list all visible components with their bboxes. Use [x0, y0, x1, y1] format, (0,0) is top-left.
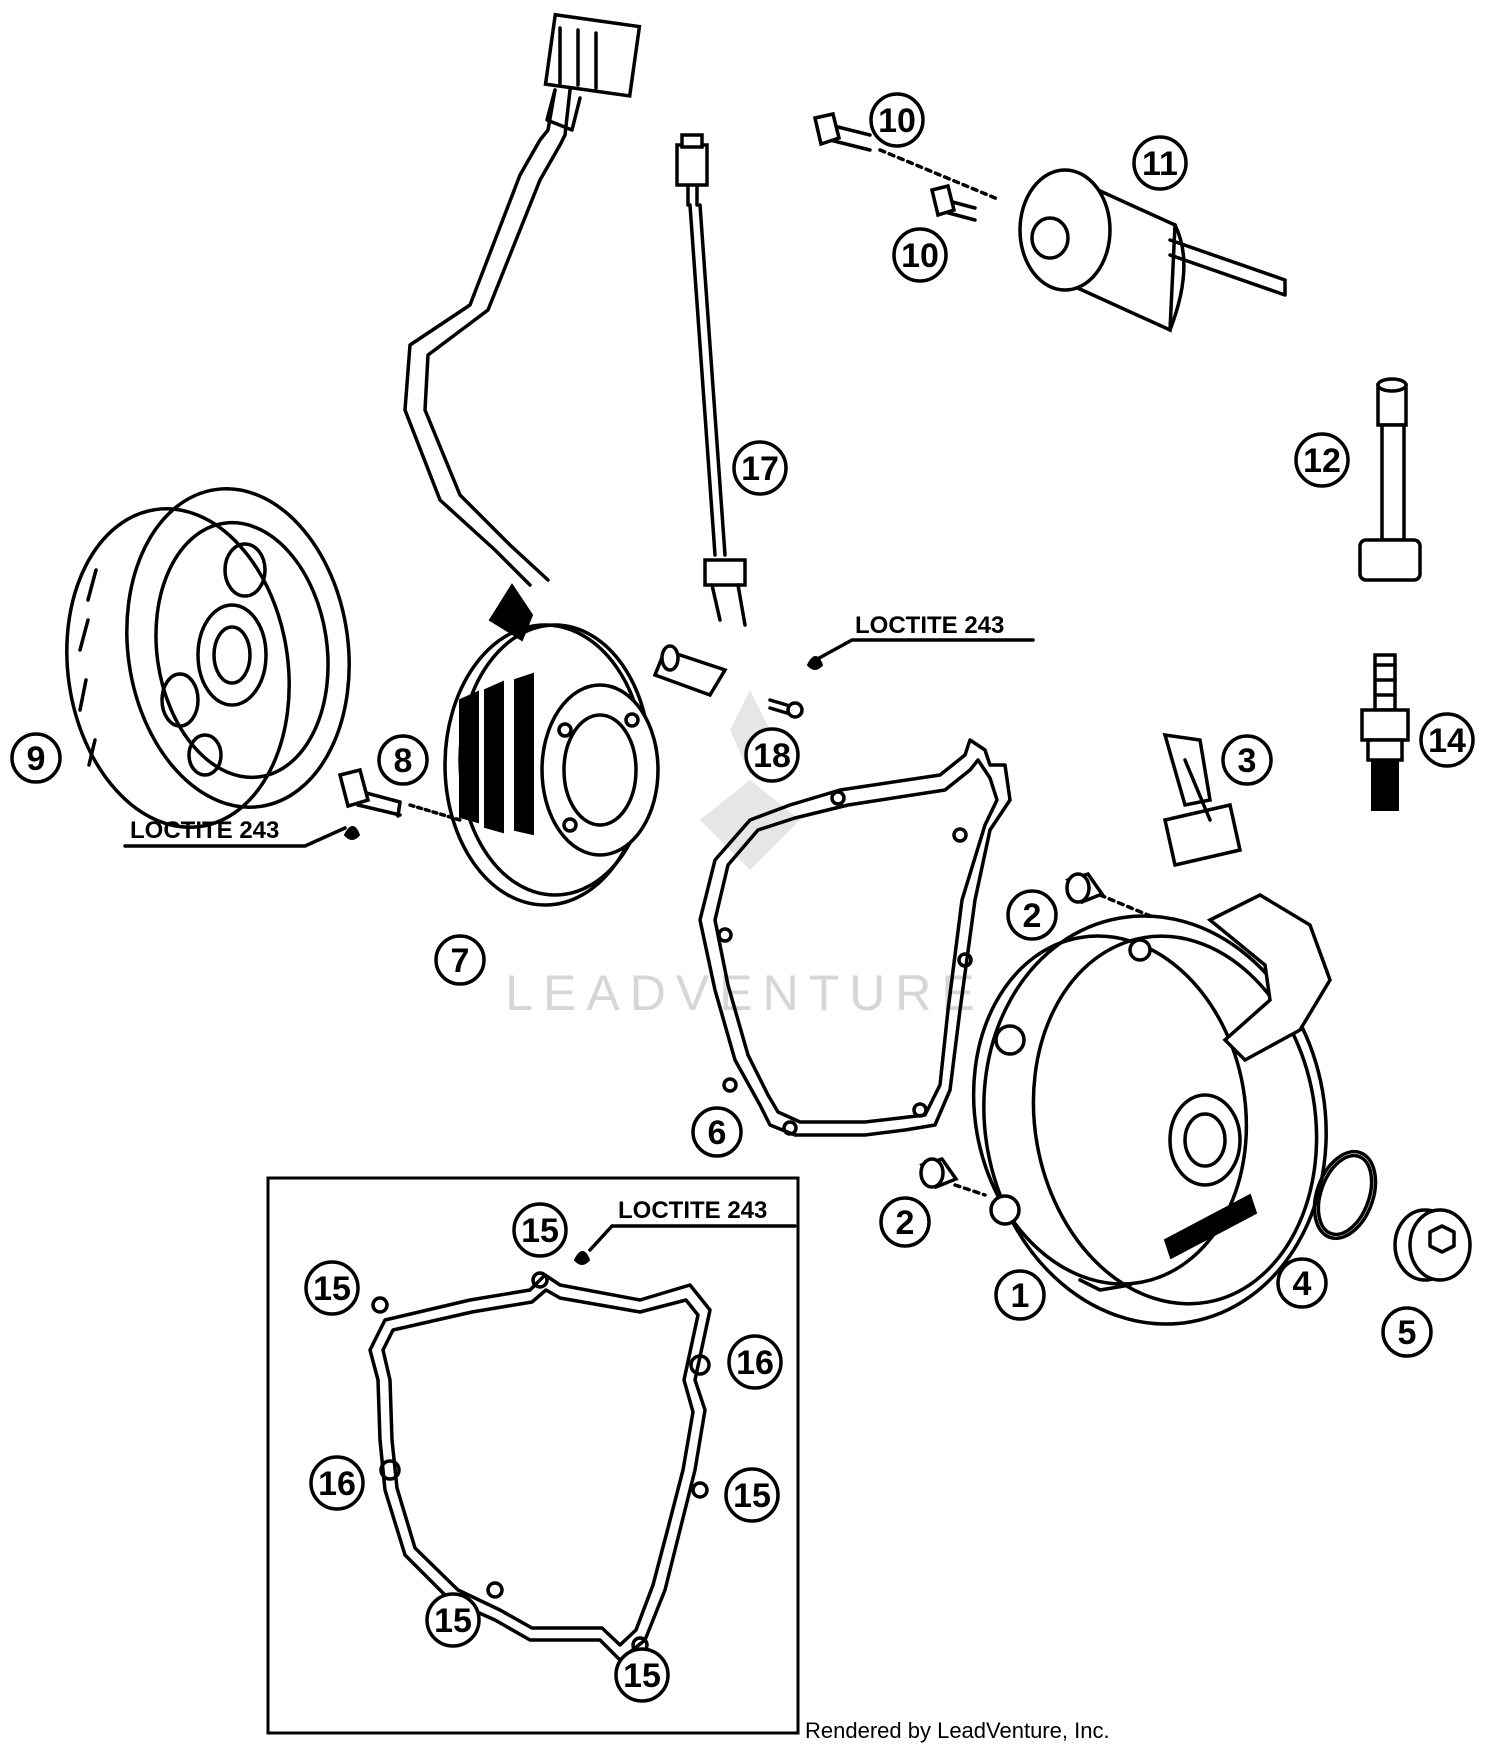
svg-text:2: 2	[896, 1204, 915, 1242]
callout-15a: 15	[512, 1202, 568, 1258]
callout-7: 7	[434, 934, 486, 986]
svg-text:4: 4	[1293, 1265, 1312, 1303]
sensor-screw-part	[768, 656, 824, 719]
callout-17: 17	[732, 440, 788, 496]
svg-text:16: 16	[318, 1465, 356, 1503]
callout-14: 14	[1419, 712, 1475, 768]
callout-6: 6	[691, 1106, 743, 1158]
svg-text:10: 10	[901, 237, 939, 275]
svg-text:10: 10	[878, 102, 916, 140]
callout-15c: 15	[724, 1467, 780, 1523]
callout-16a: 16	[727, 1334, 783, 1390]
o-ring-part	[1312, 1149, 1378, 1241]
screw-plug-part	[1393, 1208, 1472, 1282]
svg-text:15: 15	[521, 1212, 559, 1250]
callout-3: 3	[1221, 734, 1273, 786]
callout-10a: 10	[869, 92, 925, 148]
starter-motor-part	[812, 111, 1287, 333]
callout-10b: 10	[892, 227, 948, 283]
svg-text:1: 1	[1011, 1277, 1030, 1315]
callout-15b: 15	[304, 1260, 360, 1316]
dowel-pin-parts	[919, 871, 1162, 1197]
svg-text:18: 18	[753, 737, 791, 775]
cover-gasket-part	[698, 738, 1012, 1137]
watermark-text: LEADVENTURE	[505, 965, 985, 1021]
stator-screw-part	[337, 767, 462, 840]
gasket-detail-inset	[266, 1176, 800, 1735]
flywheel-rotor-part	[65, 487, 351, 829]
svg-text:7: 7	[451, 942, 470, 980]
svg-text:12: 12	[1303, 442, 1341, 480]
callout-1: 1	[994, 1269, 1046, 1321]
callout-15d: 15	[425, 1592, 481, 1648]
svg-text:9: 9	[27, 740, 46, 778]
svg-text:6: 6	[708, 1114, 727, 1152]
callout-2a: 2	[1006, 889, 1058, 941]
callout-16b: 16	[309, 1455, 365, 1511]
callout-11: 11	[1132, 135, 1188, 191]
footer-credit: Rendered by LeadVenture, Inc.	[805, 1718, 1110, 1743]
svg-text:15: 15	[733, 1477, 771, 1515]
watermark-logo-icon	[700, 690, 800, 870]
callout-18: 18	[744, 727, 800, 783]
callout-5: 5	[1381, 1306, 1433, 1358]
svg-text:16: 16	[736, 1344, 774, 1382]
callout-9: 9	[10, 732, 62, 784]
callout-2b: 2	[879, 1196, 931, 1248]
loctite-label: LOCTITE 243	[618, 1197, 767, 1224]
svg-text:5: 5	[1398, 1314, 1417, 1352]
ignition-cover-part	[971, 893, 1332, 1326]
svg-text:8: 8	[394, 742, 413, 780]
svg-text:14: 14	[1428, 722, 1466, 760]
bracket-part	[1162, 732, 1243, 868]
loctite-note-inset: LOCTITE 243	[588, 1197, 797, 1252]
svg-text:15: 15	[313, 1270, 351, 1308]
callout-15e: 15	[614, 1647, 670, 1703]
svg-text:17: 17	[741, 450, 779, 488]
callout-4: 4	[1276, 1257, 1328, 1309]
stator-part	[403, 12, 660, 907]
loctite-note-left: LOCTITE 243	[123, 817, 347, 848]
svg-text:11: 11	[1142, 145, 1178, 183]
svg-text:15: 15	[623, 1657, 661, 1695]
svg-text:15: 15	[434, 1602, 472, 1640]
spark-plug-connector-part	[1358, 377, 1422, 582]
svg-text:3: 3	[1238, 742, 1257, 780]
callout-8: 8	[377, 734, 429, 786]
sensor-cable-part	[652, 133, 747, 698]
svg-text:2: 2	[1023, 897, 1042, 935]
callout-12: 12	[1294, 432, 1350, 488]
loctite-label: LOCTITE 243	[130, 817, 279, 844]
loctite-label: LOCTITE 243	[855, 612, 1004, 639]
loctite-note-top: LOCTITE 243	[810, 612, 1035, 664]
spark-plug-part	[1360, 653, 1410, 811]
